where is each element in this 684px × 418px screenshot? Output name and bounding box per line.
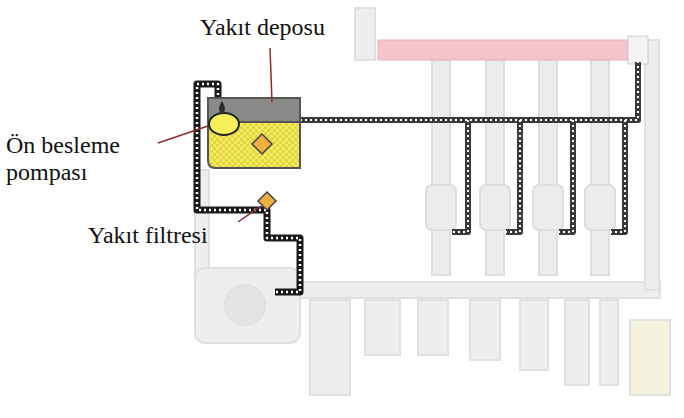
injector (486, 60, 504, 275)
pipe (300, 282, 660, 298)
pump-wheel (225, 285, 265, 325)
sensor (600, 300, 618, 385)
leader-line (238, 206, 261, 222)
sensor (310, 300, 350, 395)
injector-body (426, 185, 456, 230)
faded-background (195, 8, 670, 395)
sensor (565, 300, 589, 385)
pipe (355, 8, 375, 60)
feed-line-dots (197, 84, 300, 292)
high-pressure-pump (195, 268, 300, 343)
injector-body (480, 185, 510, 230)
injector-body (533, 185, 563, 230)
pre-feed-pump (209, 101, 239, 135)
sensor (418, 300, 448, 355)
fuel-lines (197, 62, 638, 292)
part-label: Yakıt deposu (200, 14, 400, 41)
part-label: Yakıt filtresi (88, 222, 248, 249)
fuel-tank (208, 98, 300, 168)
tank-strainer (252, 134, 272, 154)
leader-line (270, 48, 272, 102)
sensor (470, 300, 500, 360)
leader-line (158, 126, 208, 143)
ecu (630, 320, 670, 395)
return-line-dots (300, 62, 638, 232)
sensor (520, 300, 548, 370)
injector (539, 60, 557, 275)
fuel-filter (258, 192, 276, 210)
sensor (365, 300, 400, 355)
rail-valve (628, 36, 648, 64)
injector (591, 60, 609, 275)
common-rail (378, 40, 628, 60)
part-label: Ön besleme pompası (6, 132, 156, 186)
pipe (645, 40, 659, 290)
leader-lines (158, 48, 272, 222)
injector (432, 60, 450, 275)
return-line (300, 62, 638, 232)
feed-line (197, 84, 300, 292)
pump-body (209, 113, 239, 135)
injector-body (585, 185, 615, 230)
pump-drop (219, 101, 225, 114)
tank-body (208, 98, 300, 168)
